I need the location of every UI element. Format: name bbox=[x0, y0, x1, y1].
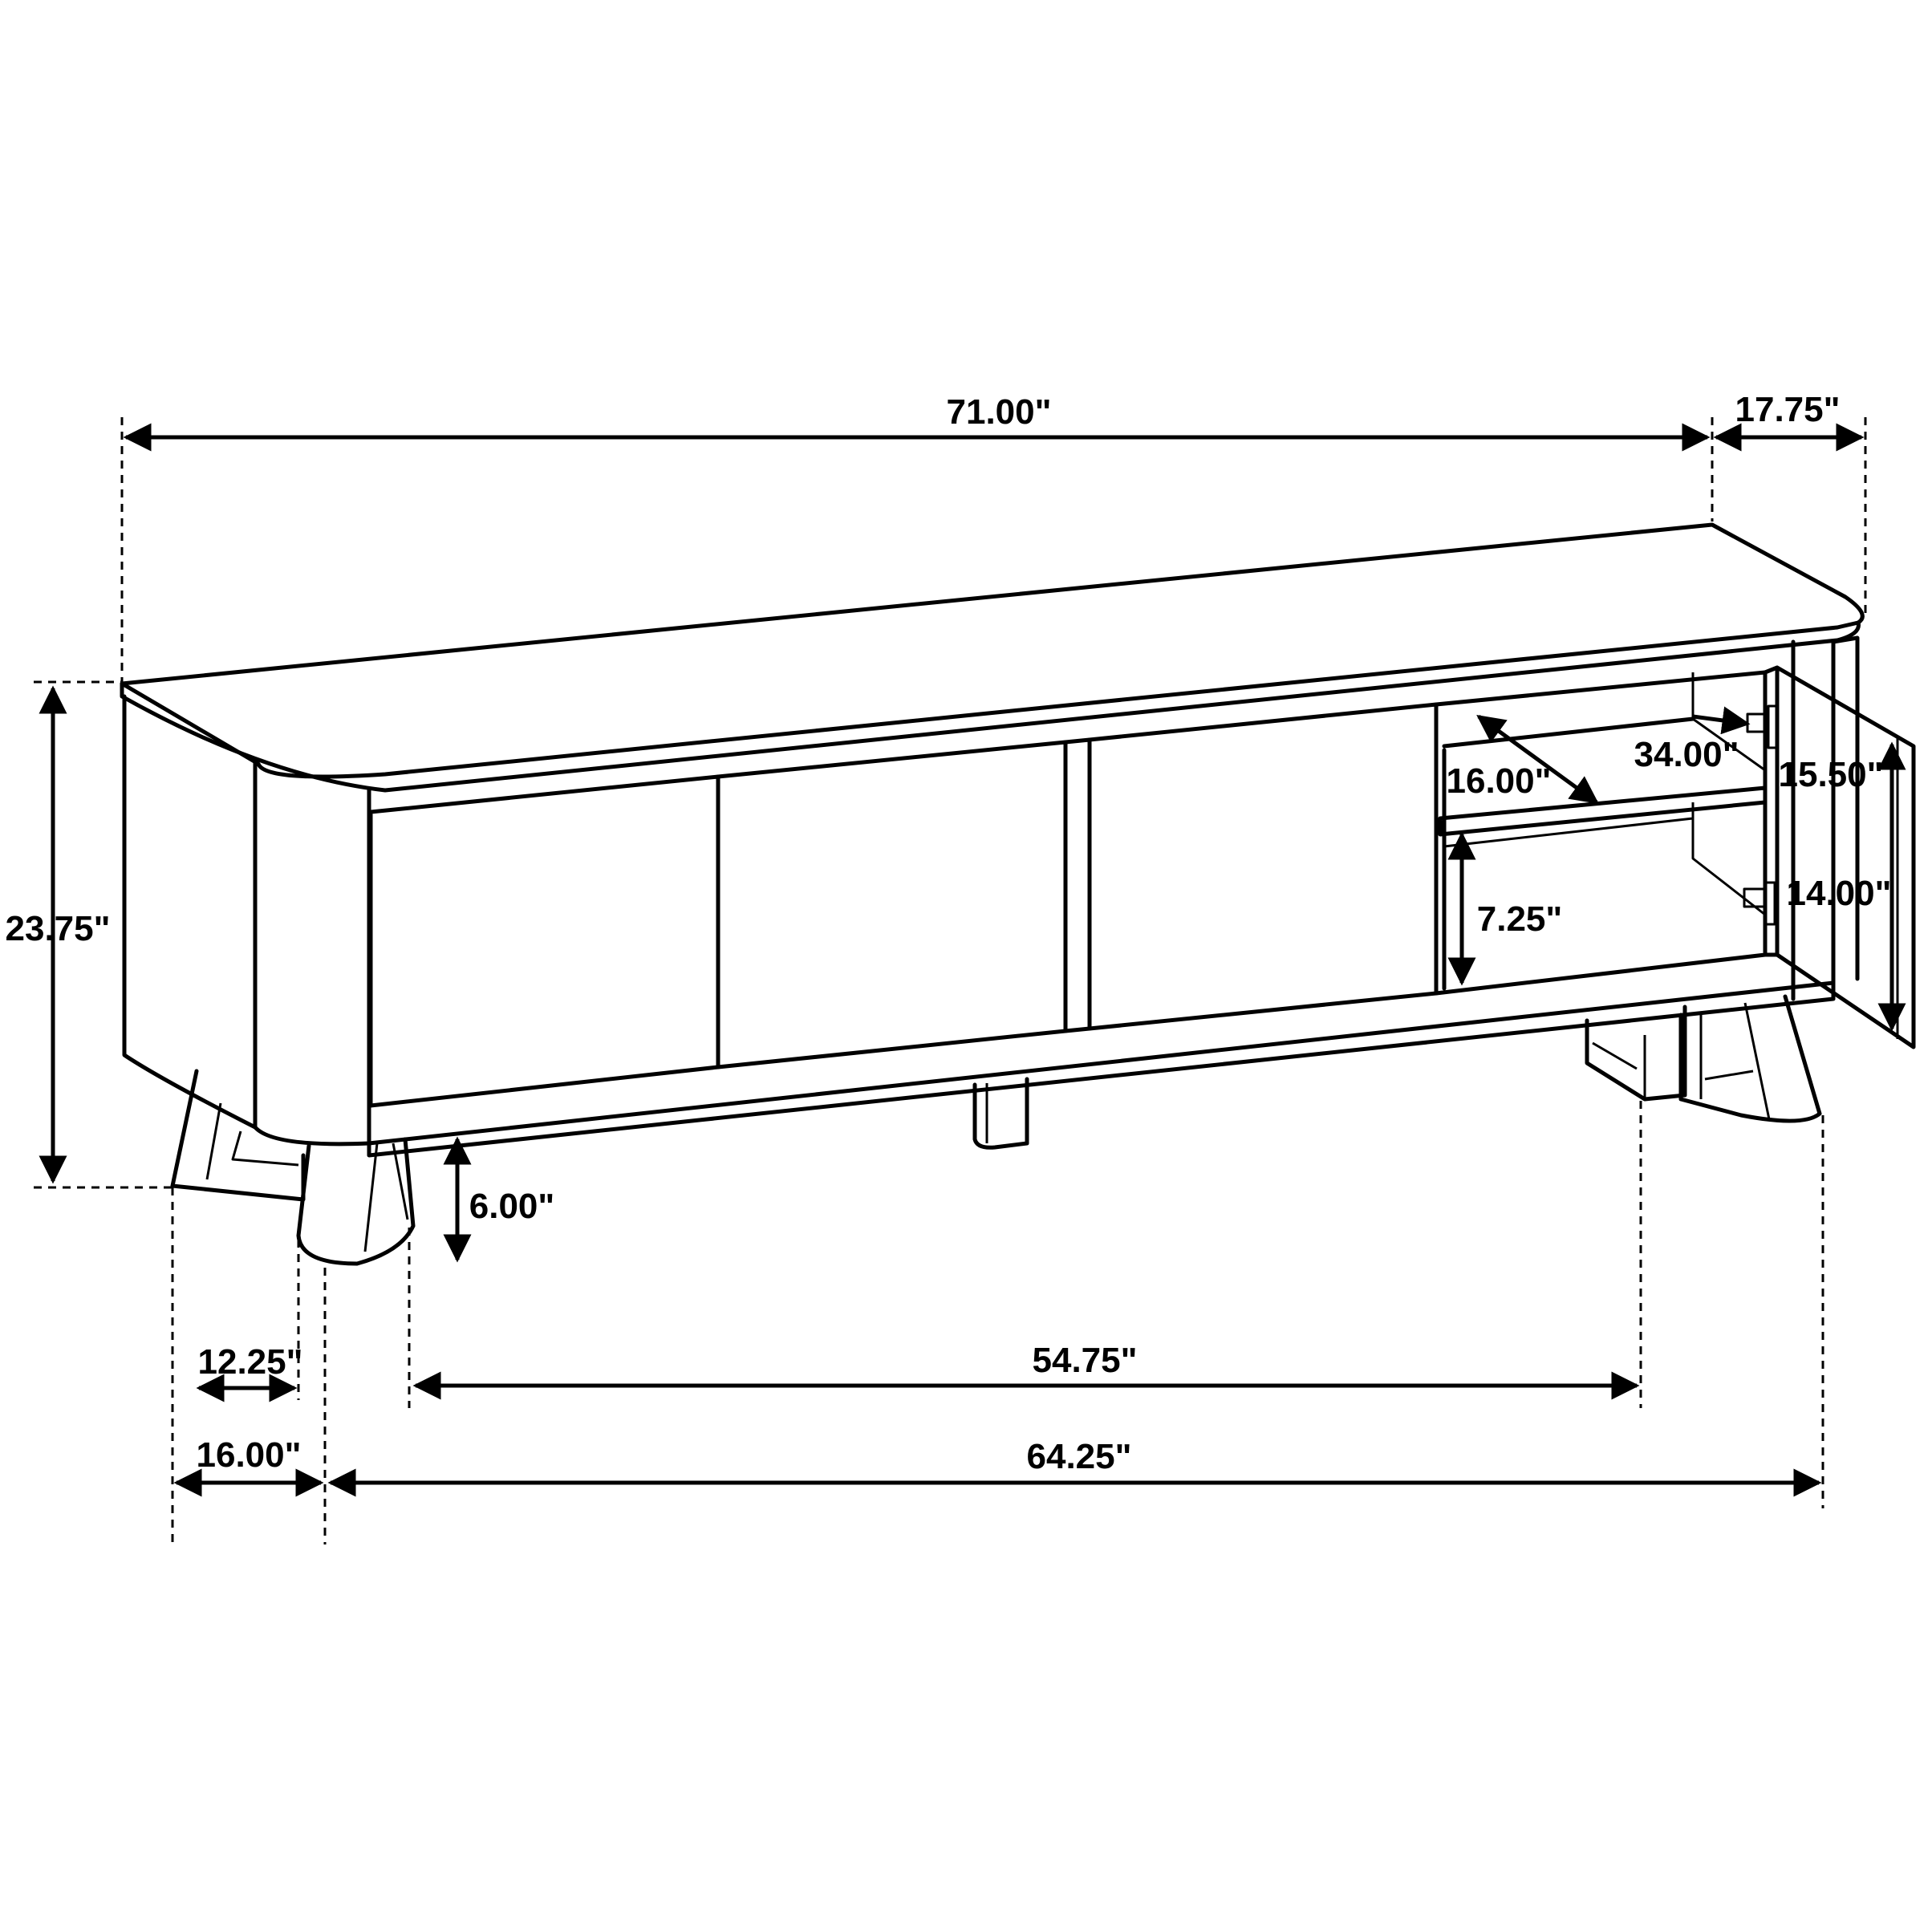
divider bbox=[1063, 737, 1092, 1033]
arrow-shelf-width bbox=[1692, 706, 1751, 735]
extension-lines bbox=[34, 417, 1867, 1544]
top-front-edge bbox=[120, 620, 1861, 793]
door-3 bbox=[1087, 702, 1439, 1031]
label-upper-opening: 15.50" bbox=[1779, 755, 1884, 794]
door-1 bbox=[368, 774, 720, 1108]
label-leg-span-outer: 64.25" bbox=[1027, 1437, 1132, 1476]
label-shelf-width: 34.00" bbox=[1634, 735, 1739, 774]
arrow-shelf-depth bbox=[1476, 714, 1599, 805]
right-front-leg bbox=[1678, 994, 1822, 1123]
rounded-corner bbox=[253, 788, 371, 1147]
top-surface bbox=[120, 522, 1865, 779]
label-overall-width: 71.00" bbox=[947, 392, 1052, 432]
right-front-leg-inner bbox=[1699, 1002, 1771, 1120]
dimension-labels: 71.00" 17.75" 23.75" 34.00" 16.00" 15.50… bbox=[6, 390, 1892, 1476]
door-2 bbox=[716, 740, 1068, 1070]
center-leg bbox=[972, 1077, 1029, 1150]
bottom-rail bbox=[367, 980, 1836, 1158]
label-leg-depth-inner: 12.25" bbox=[198, 1342, 303, 1382]
label-lower-opening: 7.25" bbox=[1477, 899, 1563, 939]
dimension-arrows bbox=[39, 423, 1906, 1497]
compartment-inner-lines bbox=[1443, 672, 1766, 916]
hinge-lower bbox=[1743, 887, 1767, 908]
hinge-lower-plate bbox=[1764, 881, 1776, 926]
label-leg-span-inner: 54.75" bbox=[1033, 1341, 1138, 1380]
rear-left-leg bbox=[170, 1069, 306, 1202]
label-leg-depth-outer: 16.00" bbox=[197, 1435, 302, 1475]
label-shelf-depth: 16.00" bbox=[1447, 761, 1552, 801]
front-left-leg bbox=[296, 1137, 416, 1266]
label-overall-depth: 17.75" bbox=[1735, 390, 1841, 429]
label-overall-height: 23.75" bbox=[6, 909, 111, 948]
right-back-leg-inner bbox=[1592, 1035, 1646, 1099]
label-door-height: 14.00" bbox=[1787, 874, 1892, 913]
hinge-upper-plate bbox=[1767, 704, 1780, 749]
label-floor-clearance: 6.00" bbox=[469, 1187, 555, 1226]
rear-left-leg-inner bbox=[205, 1102, 299, 1180]
left-end-panel bbox=[122, 694, 258, 1130]
right-end-panel bbox=[1791, 635, 1860, 1001]
front-left-leg-inner bbox=[363, 1143, 409, 1252]
console-body bbox=[120, 522, 1916, 1266]
